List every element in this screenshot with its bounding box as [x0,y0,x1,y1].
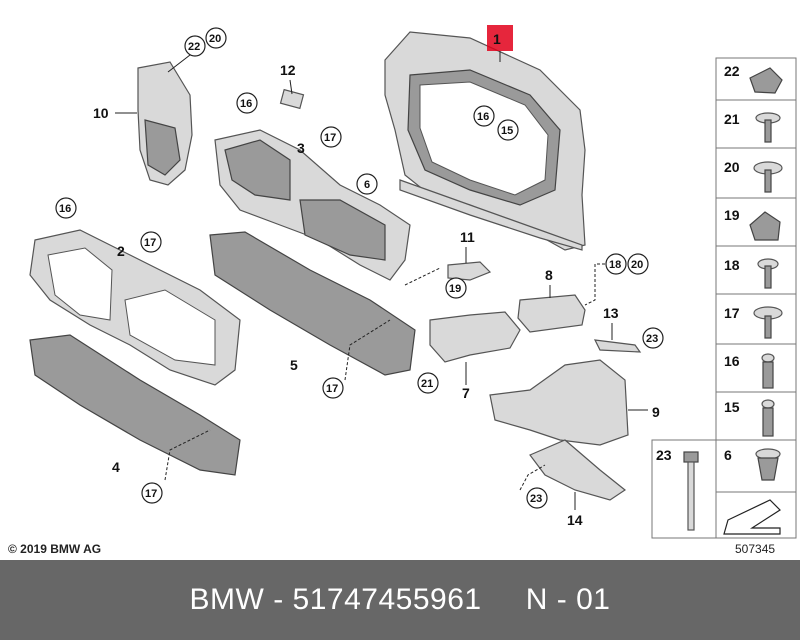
callout-15-duct: 15 [501,125,513,137]
table-label-22: 22 [724,63,740,79]
callout-20-top: 20 [209,33,221,45]
part-14-bracket [529,439,627,501]
callout-16-grille: 16 [240,98,252,110]
fastener-19-icon [749,211,781,241]
callout-23-bracket: 23 [530,493,542,505]
part-2-grille-frame [29,229,241,386]
callout-21-duct: 21 [421,378,433,390]
table-label-15: 15 [724,399,740,415]
table-label-19: 19 [724,207,740,223]
callout-23-clip: 23 [646,333,658,345]
callout-22-top: 22 [188,41,200,53]
part-5-middle-bar [209,231,416,376]
part-3-upper-grille [214,129,411,281]
footer-variant: N - 01 [525,583,611,616]
callout-14: 14 [567,512,583,528]
callout-17-grille: 17 [324,132,336,144]
footer-text: BMW - 51747455961 N - 01 [190,583,611,617]
callout-3: 3 [297,140,305,156]
callout-9: 9 [652,404,660,420]
footer-bar: BMW - 51747455961 N - 01 [0,560,800,640]
callout-2: 2 [117,243,125,259]
parts-diagram: 1 16 15 10 22 20 12 3 16 17 6 2 16 17 [29,25,797,539]
table-label-20: 20 [724,159,740,175]
arrow-icon [723,499,781,535]
part-1-air-duct-frame [384,31,586,251]
callout-6-grille: 6 [364,179,370,191]
fastener-23-bolt-icon [683,451,699,531]
part-8-duct [517,294,586,333]
fastener-20-icon [753,161,783,193]
part-13-clip [593,339,642,353]
callout-16-frame: 16 [59,203,71,215]
callout-11: 11 [460,229,475,245]
table-label-21: 21 [724,111,740,127]
table-label-6: 6 [724,447,732,463]
part-10-bracket [137,61,193,186]
table-label-23: 23 [656,447,672,463]
part-7-duct [429,311,521,363]
callout-7: 7 [462,385,470,401]
footer-brand: BMW [189,583,265,616]
footer-part-number: 51747455961 [292,583,482,616]
fastener-16-icon [761,353,775,389]
callout-12: 12 [280,62,296,78]
callout-17-mid: 17 [326,383,338,395]
fastener-18-icon [757,258,779,289]
callout-20-duct: 20 [631,259,643,271]
callout-17-frame: 17 [144,237,156,249]
fastener-22-icon [749,67,783,94]
copyright-text: © 2019 BMW AG [8,542,102,556]
callout-17-bar: 17 [145,488,157,500]
fastener-6-icon [755,448,781,481]
part-12-clip [279,88,305,110]
callout-5: 5 [290,357,298,373]
reference-number: 507345 [735,542,776,556]
callout-1-box [487,25,513,51]
table-label-16: 16 [724,353,740,369]
callout-16-duct: 16 [477,111,489,123]
callout-18-bracket: 19 [449,283,461,295]
table-label-18: 18 [724,257,740,273]
fastener-17-icon [753,306,783,339]
callout-1: 1 [493,31,501,47]
part-11-small-bracket [447,261,492,281]
fastener-21-icon [755,112,781,143]
footer-separator: - [264,583,293,616]
footer-spacer [482,583,526,616]
table-label-17: 17 [724,305,740,321]
callout-13: 13 [603,305,619,321]
callout-10: 10 [93,105,109,121]
callout-4: 4 [112,459,120,475]
part-9-large-duct [489,359,629,446]
callout-8: 8 [545,267,553,283]
part-4-lower-bar [29,334,241,476]
fastener-15-icon [761,399,775,437]
callout-19-duct: 18 [609,259,621,271]
